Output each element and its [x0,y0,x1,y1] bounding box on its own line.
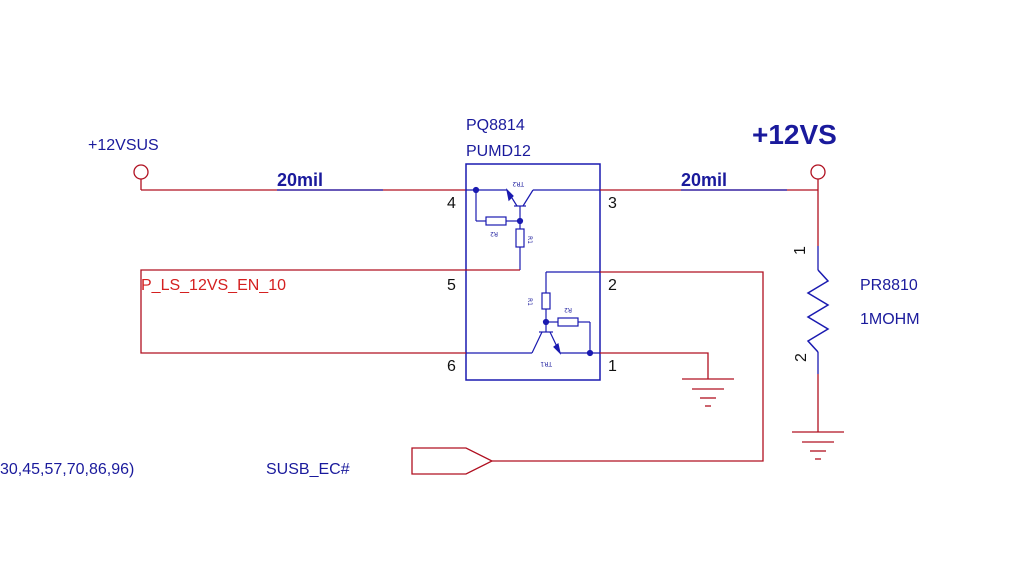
trace-width-right-label: 20mil [681,170,727,190]
wire-enable-net [140,269,520,354]
tr1-label: TR1 [540,360,553,367]
ground-symbol-resistor [792,431,844,460]
r1-bot-label: R1 [526,298,533,306]
resistor-value-label: 1MOHM [860,311,920,328]
resistor-pin2-label: 2 [793,353,810,362]
offpage-connector-susb [411,447,494,475]
power-in-label: +12VSUS [88,137,159,154]
power-symbol-12vs [810,164,826,190]
power-out-label: +12VS [752,119,837,150]
pin-5-label: 5 [447,277,456,294]
tr2-label: TR2 [512,180,525,187]
wire-susb-net [492,271,764,462]
r2-top-label: R2 [490,230,498,237]
resistor-pin1-label: 1 [792,246,809,255]
pin-4-label: 4 [447,195,456,212]
wire-pin1-ground [600,352,709,379]
pin-3-label: 3 [608,195,617,212]
resistor-pr8810-body [806,269,830,353]
enable-net-label: P_LS_12VS_EN_10 [141,277,286,294]
resistor-ref-label: PR8810 [860,277,918,294]
power-symbol-12vsus [133,164,149,190]
ic-part-label: PUMD12 [466,143,531,160]
pin-1-label: 1 [608,358,617,375]
trace-width-left-label: 20mil [277,170,323,190]
internal-transistor-tr1 [466,271,600,357]
internal-transistor-tr2 [466,186,600,270]
ground-symbol-ic [682,378,734,407]
pin-6-label: 6 [447,358,456,375]
signal-net-label: SUSB_EC# [266,461,350,478]
r2-bot-label: R2 [564,306,572,313]
ic-ref-label: PQ8814 [466,117,525,134]
r1-top-label: R1 [526,236,533,244]
offsheet-refs-label: 30,45,57,70,86,96) [0,461,134,478]
pin-2-label: 2 [608,277,617,294]
